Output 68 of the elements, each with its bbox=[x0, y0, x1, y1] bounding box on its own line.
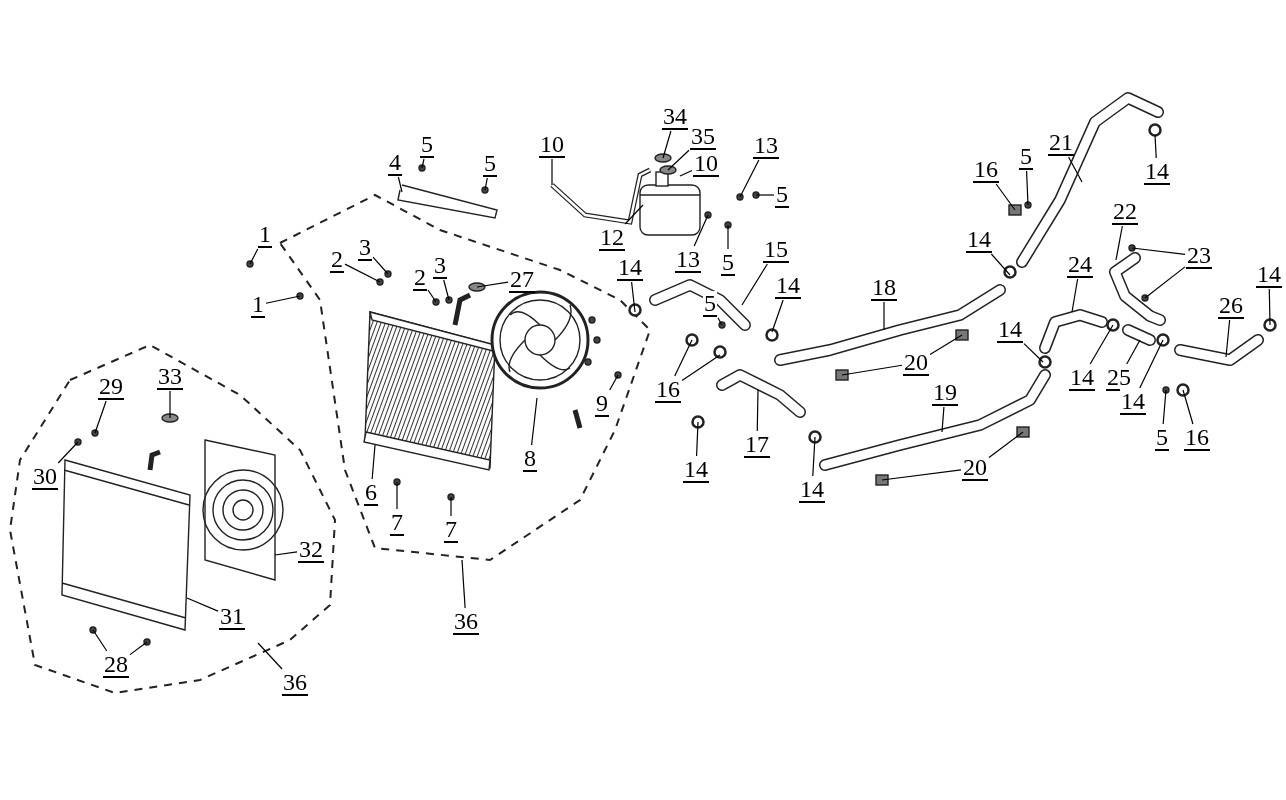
leader-line bbox=[662, 130, 672, 159]
leader-line bbox=[396, 481, 398, 510]
leader-line bbox=[344, 263, 381, 283]
leader-line bbox=[739, 159, 760, 198]
leader-line bbox=[755, 194, 775, 196]
callout-number: 14 bbox=[1120, 389, 1146, 415]
leader-line bbox=[1126, 339, 1141, 365]
leader-line bbox=[1026, 170, 1029, 206]
leader-line bbox=[881, 469, 962, 481]
leader-line bbox=[186, 597, 219, 612]
leader-line bbox=[667, 149, 690, 171]
leader-line bbox=[94, 400, 107, 434]
leader-line bbox=[681, 354, 721, 382]
leader-line bbox=[624, 204, 644, 225]
leader-line bbox=[249, 248, 259, 265]
leader-line bbox=[756, 389, 759, 432]
leader-line bbox=[990, 253, 1011, 276]
leader-line bbox=[674, 339, 693, 377]
leader-line bbox=[841, 364, 903, 376]
leader-line bbox=[883, 301, 885, 331]
leader-line bbox=[693, 214, 709, 247]
leader-line bbox=[1225, 319, 1231, 358]
callout-number: 5 bbox=[703, 291, 717, 317]
leader-line bbox=[1023, 342, 1044, 363]
leader-line bbox=[679, 169, 693, 177]
leader-line bbox=[461, 559, 466, 609]
leader-line bbox=[371, 444, 376, 480]
callout-number: 33 bbox=[157, 364, 183, 390]
leader-line bbox=[1089, 324, 1114, 365]
leader-line bbox=[1162, 389, 1167, 425]
leader-line bbox=[1154, 134, 1157, 159]
leader-line bbox=[771, 299, 784, 333]
leader-line bbox=[372, 256, 389, 275]
leader-line bbox=[1115, 225, 1123, 261]
leader-line bbox=[476, 281, 509, 288]
leader-line bbox=[265, 295, 301, 304]
leader-line bbox=[274, 551, 298, 556]
leader-line bbox=[1182, 389, 1194, 425]
leader-line bbox=[741, 263, 768, 306]
leader-line bbox=[129, 641, 148, 656]
leader-line bbox=[1268, 288, 1271, 326]
leader-line bbox=[57, 441, 79, 464]
leader-line bbox=[727, 224, 729, 250]
leader-line bbox=[531, 397, 538, 446]
leader-line bbox=[609, 374, 619, 391]
leader-line bbox=[484, 177, 488, 191]
leader-line bbox=[812, 436, 816, 477]
leader-line bbox=[421, 158, 425, 169]
leader-line bbox=[717, 317, 723, 326]
leader-line bbox=[551, 158, 553, 186]
leader-line bbox=[929, 334, 963, 356]
leader-line bbox=[995, 183, 1016, 211]
leader-line bbox=[696, 421, 699, 457]
leader-line bbox=[257, 642, 283, 670]
leader-line bbox=[631, 281, 636, 313]
leader-line bbox=[397, 176, 403, 193]
leader-line bbox=[988, 431, 1024, 459]
leader-line bbox=[427, 289, 437, 303]
leader-line bbox=[1139, 339, 1164, 389]
leader-line bbox=[1067, 156, 1083, 183]
leader-line bbox=[92, 629, 108, 652]
leader-line bbox=[1131, 247, 1186, 255]
leader-line bbox=[941, 406, 945, 433]
leader-line bbox=[1144, 266, 1186, 299]
leader-line bbox=[443, 279, 450, 301]
leader-line bbox=[169, 390, 171, 419]
leader-line bbox=[1071, 278, 1079, 313]
leader-line bbox=[450, 496, 452, 517]
